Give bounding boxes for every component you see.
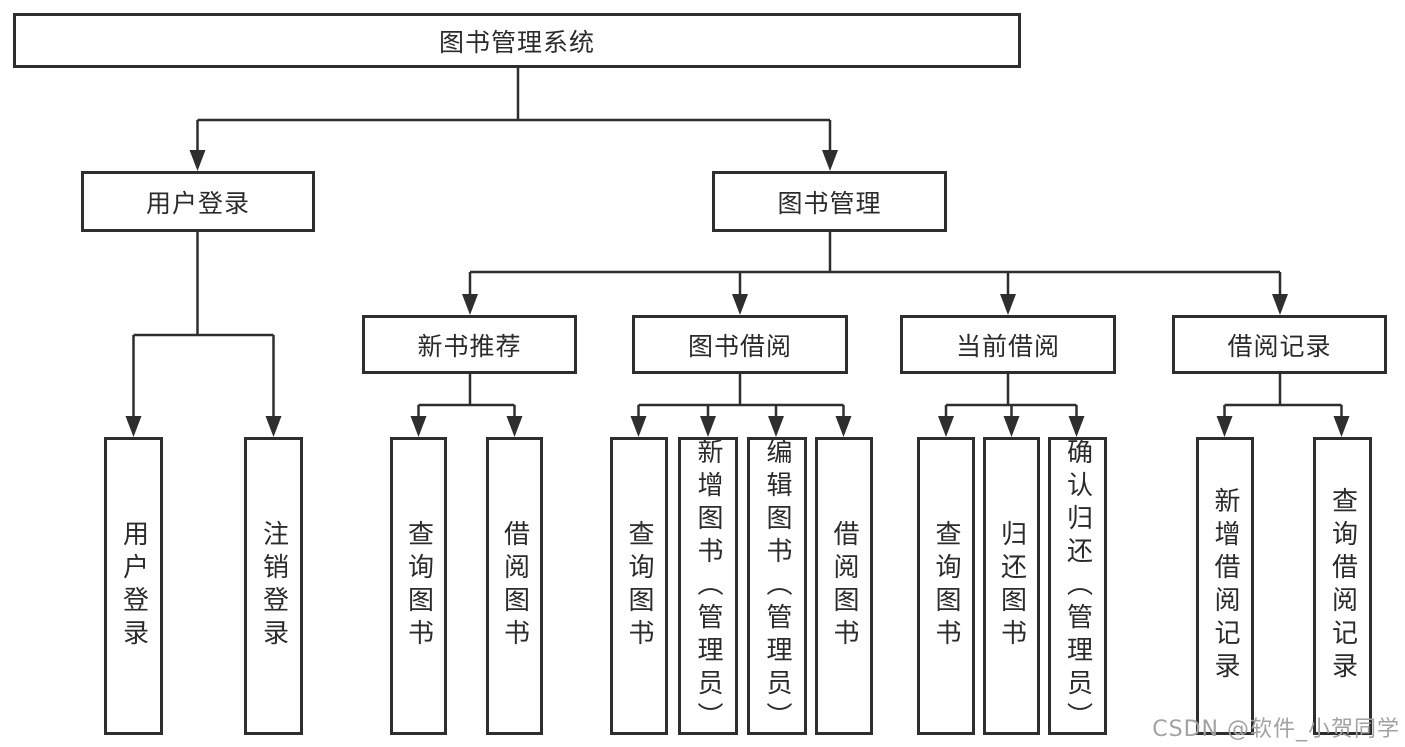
node-leaf-query-books-current: 查询图书 — [917, 437, 975, 735]
node-label: 借阅图书 — [829, 520, 859, 652]
node-leaf-return-books: 归还图书 — [983, 437, 1040, 735]
arrowhead-icon — [938, 416, 954, 437]
node-leaf-query-books-borrow: 查询图书 — [610, 437, 668, 735]
node-leaf-user-login: 用户登录 — [104, 437, 163, 735]
node-label: 注销登录 — [258, 520, 289, 652]
arrowhead-icon — [506, 416, 523, 437]
node-leaf-add-borrow-record: 新增借阅记录 — [1196, 437, 1254, 735]
node-leaf-borrow-books: 借阅图书 — [815, 437, 873, 735]
arrowheads — [125, 150, 1350, 437]
node-leaf-add-books-admin: 新增图书（管理员） — [678, 437, 738, 735]
node-label: 查询图书 — [403, 520, 434, 652]
node-label: 归还图书 — [996, 520, 1027, 652]
node-borrowing-records: 借阅记录 — [1172, 315, 1387, 374]
arrowhead-icon — [768, 416, 784, 437]
node-leaf-confirm-return-admin: 确认归还（管理员） — [1048, 437, 1107, 735]
csdn-watermark: CSDN @软件_小贺同学 — [1152, 717, 1400, 742]
node-leaf-query-books-recommend: 查询图书 — [390, 437, 447, 735]
node-book-management: 图书管理 — [712, 171, 947, 232]
node-label: 借阅图书 — [499, 520, 530, 652]
node-leaf-logout: 注销登录 — [244, 437, 303, 735]
node-label: 当前借阅 — [955, 331, 1060, 361]
arrowhead-icon — [265, 416, 282, 437]
node-label: 确认归还（管理员） — [1062, 437, 1093, 735]
node-label: 新增借阅记录 — [1210, 487, 1240, 685]
node-label: 图书管理系统 — [438, 27, 595, 57]
node-label: 编辑图书（管理员） — [762, 437, 792, 735]
node-new-book-recommendation: 新书推荐 — [362, 315, 577, 374]
node-label: 新书推荐 — [417, 331, 522, 361]
arrowhead-icon — [630, 416, 647, 437]
node-label: 用户登录 — [145, 188, 250, 218]
node-root-library-management-system: 图书管理系统 — [13, 13, 1021, 68]
arrowhead-icon — [189, 150, 206, 171]
node-leaf-edit-books-admin: 编辑图书（管理员） — [747, 437, 807, 735]
arrowhead-icon — [1003, 416, 1020, 437]
node-label: 查询借阅记录 — [1327, 487, 1358, 685]
node-current-borrowing: 当前借阅 — [900, 315, 1116, 374]
arrowhead-icon — [732, 294, 748, 315]
arrowhead-icon — [410, 416, 427, 437]
node-label: 图书管理 — [777, 188, 882, 218]
connector-path — [132, 68, 1343, 426]
node-book-borrowing: 图书借阅 — [632, 315, 848, 374]
arrowhead-icon — [822, 150, 838, 171]
arrowhead-icon — [1068, 416, 1085, 437]
node-label: 图书借阅 — [687, 331, 792, 361]
arrowhead-icon — [1000, 294, 1016, 315]
arrowhead-icon — [125, 416, 142, 437]
arrowhead-icon — [1272, 294, 1288, 315]
arrowhead-icon — [1216, 416, 1233, 437]
node-user-login: 用户登录 — [81, 171, 315, 232]
arrowhead-icon — [700, 416, 716, 437]
node-leaf-query-borrow-record: 查询借阅记录 — [1313, 437, 1372, 735]
arrowhead-icon — [462, 294, 478, 315]
node-leaf-borrow-books-recommend: 借阅图书 — [486, 437, 543, 735]
node-label: 用户登录 — [118, 520, 149, 652]
node-label: 查询图书 — [931, 520, 961, 652]
arrowhead-icon — [1333, 416, 1350, 437]
node-label: 借阅记录 — [1227, 331, 1332, 361]
node-label: 查询图书 — [624, 520, 654, 652]
node-label: 新增图书（管理员） — [693, 437, 723, 735]
arrowhead-icon — [835, 416, 852, 437]
